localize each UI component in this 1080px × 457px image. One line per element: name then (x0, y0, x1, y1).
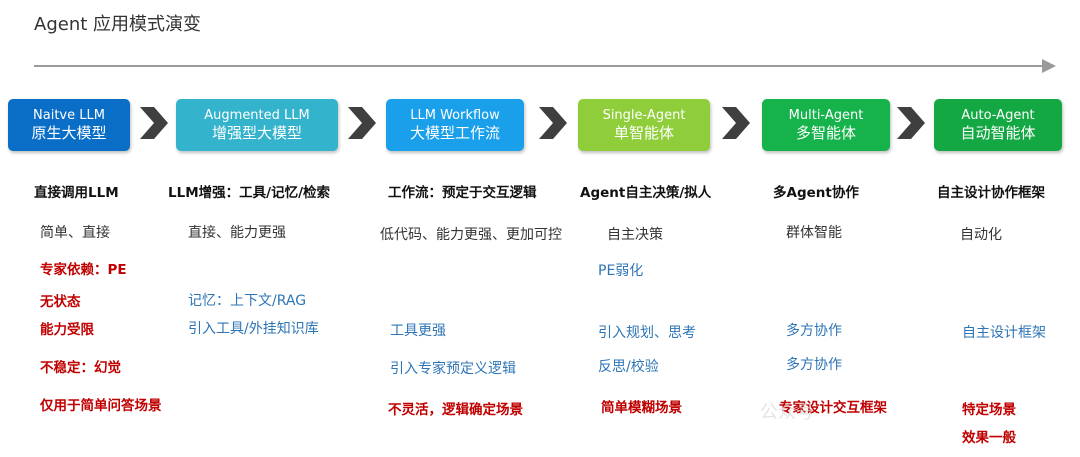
chevron-right-icon (140, 107, 168, 139)
stage-label-zh: 多智能体 (795, 124, 856, 142)
stage-label-en: LLM Workflow (410, 108, 500, 123)
stage-naive-llm: Naitve LLM 原生大模型 (8, 99, 130, 151)
list-item: 反思/校验 (598, 359, 659, 375)
stage-augmented-llm: Augmented LLM 增强型大模型 (176, 99, 338, 151)
list-item: 不稳定：幻觉 (40, 360, 121, 376)
stage-label-en: Multi-Agent (788, 108, 864, 123)
stage-label-en: Augmented LLM (204, 108, 310, 123)
list-item: 多方协作 (786, 357, 842, 373)
list-item: 引入规划、思考 (598, 325, 696, 341)
chevron-right-icon (348, 107, 376, 139)
list-item: 直接、能力更强 (188, 225, 286, 241)
list-item: 专家依赖：PE (40, 262, 127, 278)
column-heading: 工作流：预定于交互逻辑 (388, 185, 537, 201)
list-item: 工具更强 (390, 323, 446, 339)
list-item: 专家设计交互框架 (779, 400, 887, 416)
timeline-line (34, 65, 1044, 67)
list-item: 无状态 (40, 294, 81, 310)
stage-multi-agent: Multi-Agent 多智能体 (762, 99, 890, 151)
list-item: 多方协作 (786, 323, 842, 339)
list-item: 效果一般 (962, 430, 1016, 446)
list-item: 能力受限 (40, 322, 94, 338)
column-heading: 多Agent协作 (773, 185, 859, 201)
list-item: 引入专家预定义逻辑 (390, 361, 516, 377)
watermark: 公众号 (760, 402, 814, 423)
stage-label-zh: 大模型工作流 (409, 124, 500, 142)
list-item: 引入工具/外挂知识库 (188, 321, 319, 337)
list-item: 不灵活，逻辑确定场景 (388, 402, 523, 418)
list-item: PE弱化 (598, 263, 644, 279)
list-item: 低代码、能力更强、更加可控 (380, 227, 562, 243)
column-heading: 自主设计协作框架 (937, 185, 1045, 201)
stage-label-zh: 单智能体 (613, 124, 674, 142)
list-item: 简单、直接 (40, 225, 110, 241)
page-title: Agent 应用模式演变 (34, 14, 202, 35)
stage-label-zh: 原生大模型 (31, 124, 107, 142)
list-item: 仅用于简单问答场景 (40, 398, 162, 414)
list-item: 自主设计框架 (962, 325, 1046, 341)
stage-single-agent: Single-Agent 单智能体 (578, 99, 710, 151)
column-heading: LLM增强：工具/记忆/检索 (168, 185, 330, 201)
stage-label-en: Naitve LLM (33, 108, 105, 123)
column-heading: 直接调用LLM (34, 185, 119, 201)
column-heading: Agent自主决策/拟人 (580, 185, 712, 201)
list-item: 自主决策 (607, 227, 663, 243)
stage-label-zh: 自动智能体 (960, 124, 1036, 142)
stage-llm-workflow: LLM Workflow 大模型工作流 (386, 99, 524, 151)
list-item: 记忆：上下文/RAG (188, 293, 307, 309)
timeline-arrow-head (1042, 59, 1056, 73)
stage-label-en: Single-Agent (602, 108, 686, 123)
chevron-right-icon (539, 107, 567, 139)
list-item: 自动化 (960, 227, 1002, 243)
chevron-right-icon (722, 107, 750, 139)
stage-label-en: Auto-Agent (961, 108, 1035, 123)
list-item: 特定场景 (962, 402, 1016, 418)
chevron-right-icon (897, 107, 925, 139)
stage-label-zh: 增强型大模型 (211, 124, 302, 142)
stage-auto-agent: Auto-Agent 自动智能体 (934, 99, 1062, 151)
list-item: 群体智能 (786, 225, 842, 241)
list-item: 简单模糊场景 (601, 400, 682, 416)
